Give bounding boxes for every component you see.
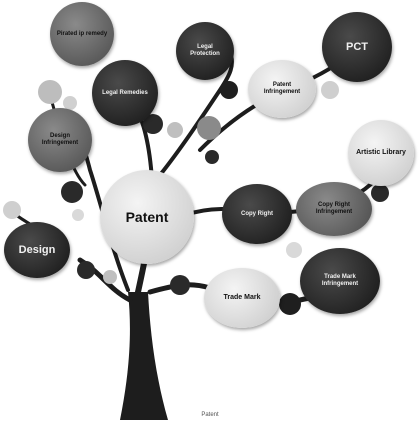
- bud: [197, 116, 221, 140]
- bud: [371, 184, 389, 202]
- node-pirated-ip-remedy-label: Pirated ip remedy: [56, 30, 108, 37]
- node-legal-remedies-label: Legal Remedies: [102, 89, 148, 96]
- node-legal-protection-label: Legal Protection: [190, 44, 220, 57]
- node-trade-mark-infringement-label: Trade Mark Infringement: [321, 274, 359, 287]
- node-copy-right: Copy Right: [222, 184, 292, 244]
- node-design-infringement-label: Design Infringement: [41, 133, 79, 146]
- node-pirated-ip-remedy: Pirated ip remedy: [50, 2, 114, 66]
- node-patent-infringement-label: Patent Infringement: [263, 82, 301, 95]
- bud: [321, 81, 339, 99]
- bud: [3, 201, 21, 219]
- node-design: Design: [4, 222, 70, 278]
- node-artistic-library-label: Artistic Library: [356, 148, 406, 156]
- tree-trunk: [120, 292, 168, 420]
- bud: [77, 261, 95, 279]
- bud: [279, 293, 301, 315]
- node-design-infringement: Design Infringement: [28, 108, 92, 172]
- node-copy-right-infringement-label: Copy Right Infringement: [315, 202, 353, 215]
- node-trade-mark: Trade Mark: [204, 268, 280, 328]
- node-artistic-library: Artistic Library: [348, 120, 414, 186]
- bud: [170, 275, 190, 295]
- bud: [220, 81, 238, 99]
- bud: [63, 96, 77, 110]
- node-legal-remedies: Legal Remedies: [92, 60, 158, 126]
- bud: [72, 209, 84, 221]
- bud: [38, 80, 62, 104]
- node-copy-right-label: Copy Right: [241, 210, 273, 217]
- node-pct: PCT: [322, 12, 392, 82]
- figure-caption: Patent: [201, 412, 219, 418]
- bud: [103, 270, 117, 284]
- node-pct-label: PCT: [346, 40, 368, 53]
- node-patent-infringement: Patent Infringement: [248, 60, 316, 118]
- bud: [286, 242, 302, 258]
- bud: [167, 122, 183, 138]
- branch-up-right: [158, 50, 234, 177]
- node-trade-mark-label: Trade Mark: [223, 293, 261, 301]
- node-legal-protection: Legal Protection: [176, 22, 234, 80]
- node-trade-mark-infringement: Trade Mark Infringement: [300, 248, 380, 314]
- tree-buds: [3, 80, 389, 315]
- bud: [143, 114, 163, 134]
- node-patent-label: Patent: [125, 208, 169, 225]
- bud: [61, 181, 83, 203]
- node-design-label: Design: [18, 243, 56, 256]
- node-copy-right-infringement: Copy Right Infringement: [296, 182, 372, 236]
- bud: [205, 150, 219, 164]
- node-patent: Patent: [100, 170, 194, 264]
